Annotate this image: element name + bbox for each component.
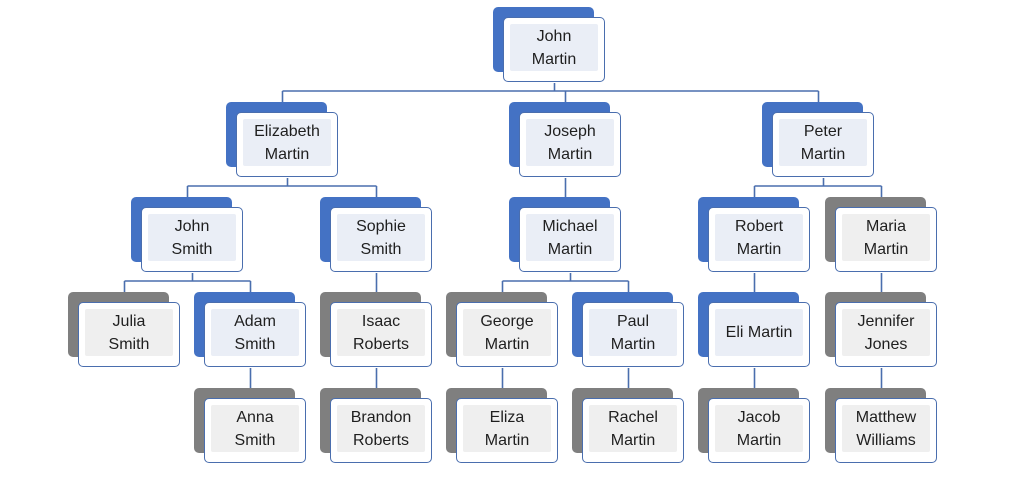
node-card: Jennifer Jones xyxy=(835,302,937,367)
person-name: Paul Martin xyxy=(610,312,656,353)
node-card: Peter Martin xyxy=(772,112,874,177)
node-fill: Joseph Martin xyxy=(526,119,614,166)
person-name: Robert Martin xyxy=(734,217,784,258)
node-fill: Elizabeth Martin xyxy=(243,119,331,166)
node-fill: Maria Martin xyxy=(842,214,930,261)
person-name: John Smith xyxy=(171,217,213,258)
node-card: Jacob Martin xyxy=(708,398,810,463)
person-name: Maria Martin xyxy=(863,217,909,258)
person-node-peter-martin[interactable]: Peter Martin xyxy=(762,102,875,178)
person-name: Matthew Williams xyxy=(855,408,917,449)
person-node-adam-smith[interactable]: Adam Smith xyxy=(194,292,307,368)
node-card: Rachel Martin xyxy=(582,398,684,463)
node-card: Adam Smith xyxy=(204,302,306,367)
person-name: Julia Smith xyxy=(108,312,150,353)
person-node-matthew-williams[interactable]: Matthew Williams xyxy=(825,388,938,464)
person-name: Adam Smith xyxy=(234,312,276,353)
node-card: Isaac Roberts xyxy=(330,302,432,367)
person-node-julia-smith[interactable]: Julia Smith xyxy=(68,292,181,368)
person-node-john-smith[interactable]: John Smith xyxy=(131,197,244,273)
node-fill: Eli Martin xyxy=(715,309,803,356)
person-node-rachel-martin[interactable]: Rachel Martin xyxy=(572,388,685,464)
node-fill: Julia Smith xyxy=(85,309,173,356)
person-node-jacob-martin[interactable]: Jacob Martin xyxy=(698,388,811,464)
node-card: Robert Martin xyxy=(708,207,810,272)
person-name: Jacob Martin xyxy=(736,408,782,449)
person-node-jennifer-jones[interactable]: Jennifer Jones xyxy=(825,292,938,368)
person-node-maria-martin[interactable]: Maria Martin xyxy=(825,197,938,273)
node-fill: Peter Martin xyxy=(779,119,867,166)
node-card: John Martin xyxy=(503,17,605,82)
person-name: Sophie Smith xyxy=(356,217,406,258)
node-fill: Sophie Smith xyxy=(337,214,425,261)
person-name: Elizabeth Martin xyxy=(254,122,320,163)
node-fill: Isaac Roberts xyxy=(337,309,425,356)
node-fill: Robert Martin xyxy=(715,214,803,261)
node-fill: Paul Martin xyxy=(589,309,677,356)
node-fill: George Martin xyxy=(463,309,551,356)
node-fill: Matthew Williams xyxy=(842,405,930,452)
person-node-brandon-roberts[interactable]: Brandon Roberts xyxy=(320,388,433,464)
person-name: Isaac Roberts xyxy=(352,312,410,353)
node-fill: Anna Smith xyxy=(211,405,299,452)
person-node-sophie-smith[interactable]: Sophie Smith xyxy=(320,197,433,273)
person-name: Peter Martin xyxy=(800,122,846,163)
person-node-eliza-martin[interactable]: Eliza Martin xyxy=(446,388,559,464)
node-card: Anna Smith xyxy=(204,398,306,463)
person-node-robert-martin[interactable]: Robert Martin xyxy=(698,197,811,273)
person-name: Rachel Martin xyxy=(608,408,658,449)
person-node-joseph-martin[interactable]: Joseph Martin xyxy=(509,102,622,178)
node-card: Brandon Roberts xyxy=(330,398,432,463)
node-card: Maria Martin xyxy=(835,207,937,272)
person-name: Joseph Martin xyxy=(544,122,596,163)
node-fill: Adam Smith xyxy=(211,309,299,356)
node-fill: Jacob Martin xyxy=(715,405,803,452)
node-fill: John Smith xyxy=(148,214,236,261)
node-fill: Jennifer Jones xyxy=(842,309,930,356)
person-name: Eli Martin xyxy=(725,324,793,341)
node-card: George Martin xyxy=(456,302,558,367)
person-node-isaac-roberts[interactable]: Isaac Roberts xyxy=(320,292,433,368)
person-name: George Martin xyxy=(480,312,534,353)
node-card: Paul Martin xyxy=(582,302,684,367)
person-name: Brandon Roberts xyxy=(350,408,412,449)
node-card: Julia Smith xyxy=(78,302,180,367)
person-node-anna-smith[interactable]: Anna Smith xyxy=(194,388,307,464)
person-node-michael-martin[interactable]: Michael Martin xyxy=(509,197,622,273)
node-card: John Smith xyxy=(141,207,243,272)
node-fill: John Martin xyxy=(510,24,598,71)
node-card: Matthew Williams xyxy=(835,398,937,463)
node-fill: Michael Martin xyxy=(526,214,614,261)
node-card: Eli Martin xyxy=(708,302,810,367)
node-card: Elizabeth Martin xyxy=(236,112,338,177)
node-card: Eliza Martin xyxy=(456,398,558,463)
person-name: Anna Smith xyxy=(234,408,276,449)
node-card: Michael Martin xyxy=(519,207,621,272)
person-node-elizabeth-martin[interactable]: Elizabeth Martin xyxy=(226,102,339,178)
person-name: John Martin xyxy=(531,27,577,68)
node-fill: Eliza Martin xyxy=(463,405,551,452)
person-node-eli-martin[interactable]: Eli Martin xyxy=(698,292,811,368)
person-name: Eliza Martin xyxy=(484,408,530,449)
node-fill: Brandon Roberts xyxy=(337,405,425,452)
person-node-paul-martin[interactable]: Paul Martin xyxy=(572,292,685,368)
node-card: Joseph Martin xyxy=(519,112,621,177)
person-node-john-martin[interactable]: John Martin xyxy=(493,7,606,83)
node-card: Sophie Smith xyxy=(330,207,432,272)
person-name: Jennifer Jones xyxy=(857,312,915,353)
person-node-george-martin[interactable]: George Martin xyxy=(446,292,559,368)
node-fill: Rachel Martin xyxy=(589,405,677,452)
person-name: Michael Martin xyxy=(542,217,598,258)
